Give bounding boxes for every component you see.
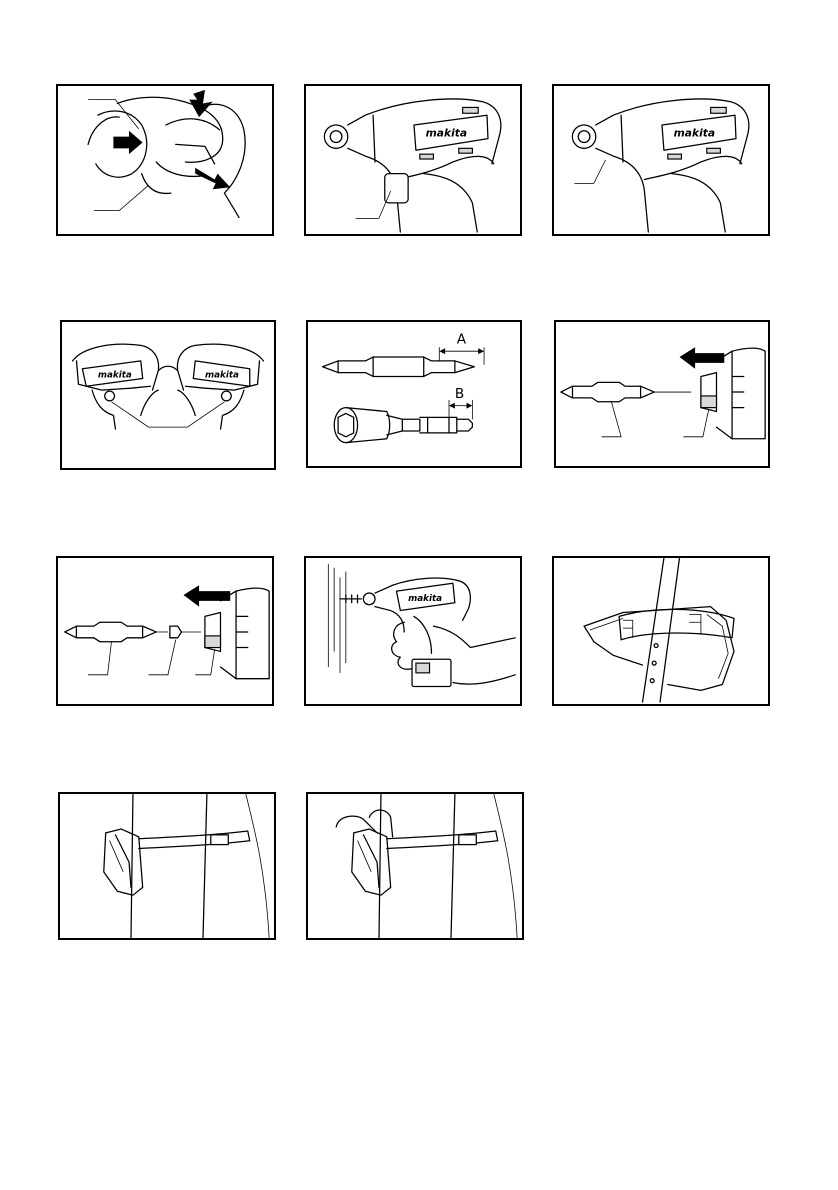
svg-text:makita: makita	[408, 594, 442, 604]
figure-battery-removal	[56, 84, 274, 236]
holster-belt-illustration	[554, 558, 768, 704]
svg-text:makita: makita	[674, 127, 716, 140]
figure-holster-belt	[552, 556, 770, 706]
figure-holster-worn-with-tool	[306, 792, 524, 940]
arrow-right-icon	[113, 131, 142, 154]
bit-insertion-illustration	[556, 322, 768, 466]
svg-text:makita: makita	[98, 370, 132, 380]
arrow-diagonal-icon	[195, 168, 230, 189]
tool-side-view-illustration: makita	[306, 86, 520, 234]
svg-text:makita: makita	[205, 370, 239, 380]
figure-switch-trigger: makita	[304, 84, 522, 236]
holster-worn-tool-illustration	[308, 794, 522, 938]
figure-light-lamp: makita	[552, 84, 770, 236]
figure-bit-dimensions: A B	[306, 320, 522, 468]
svg-text:makita: makita	[426, 127, 468, 140]
figure-reversing-switch: makita makita	[60, 320, 276, 470]
reversing-switch-illustration: makita makita	[62, 322, 274, 468]
bit-insertion-piece-illustration	[58, 558, 272, 704]
bit-dimensions-illustration: A B	[308, 322, 520, 466]
figure-bit-insertion	[554, 320, 770, 468]
arrow-left-icon	[680, 347, 725, 368]
screwdriving-illustration: makita	[306, 558, 520, 704]
tool-side-view-light-illustration: makita	[554, 86, 768, 234]
dimension-label-a: A	[457, 331, 467, 347]
figure-holster-worn-empty	[58, 792, 276, 940]
battery-removal-illustration	[58, 86, 272, 234]
arrow-left-icon	[183, 585, 230, 606]
holster-worn-empty-illustration	[60, 794, 274, 938]
dimension-label-b: B	[455, 386, 464, 402]
figure-screwdriving-operation: makita	[304, 556, 522, 706]
figure-bit-insertion-with-piece	[56, 556, 274, 706]
